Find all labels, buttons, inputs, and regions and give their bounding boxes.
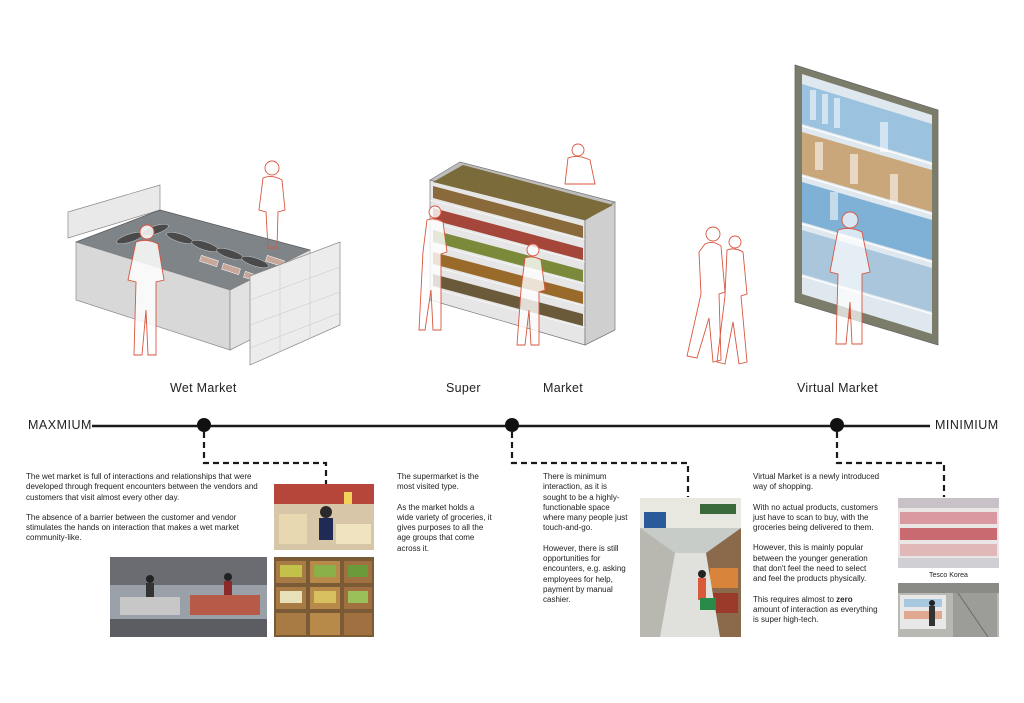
- virtual-market-last-paragraph: This requires almost to zero amount of i…: [753, 594, 878, 625]
- timeline-node-virtual: [830, 418, 844, 432]
- wet-market-paragraph: The wet market is full of interactions a…: [26, 472, 258, 502]
- supermarket-paragraph: However, there is still opportunities fo…: [543, 543, 626, 605]
- timeline-node-wet: [197, 418, 211, 432]
- timeline-node-super: [505, 418, 519, 432]
- supermarket-intro: The supermarket is the most visited type…: [397, 472, 493, 564]
- wet-market-paragraph: The absence of a barrier between the cus…: [26, 512, 239, 543]
- virtual-shopper-figure: [829, 211, 871, 345]
- wet-connector: [202, 432, 328, 485]
- shopper-figure: [418, 205, 546, 346]
- virtual-market-paragraph: Virtual Market is a newly introduced way…: [753, 472, 880, 492]
- supermarket-intro-paragraph: As the market holds a wide variety of gr…: [397, 502, 492, 553]
- supermarket-illustration: [418, 143, 616, 346]
- wet-market-illustration: [67, 160, 341, 366]
- zero-emphasis: zero: [836, 594, 853, 604]
- virtual-market-paragraph: However, this is mainly popular between …: [753, 543, 868, 584]
- virtual-market-title: Virtual Market: [797, 381, 879, 395]
- tesco-korea-caption: Tesco Korea: [929, 572, 968, 579]
- customer-figure: [127, 224, 165, 356]
- wet-market-description: The wet market is full of interactions a…: [26, 472, 266, 554]
- virtual-market-paragraph: With no actual products, customers just …: [753, 502, 878, 533]
- timeline-right-label: MINIMIUM: [935, 418, 999, 432]
- wet-market-vendor-photo: [274, 484, 374, 550]
- supermarket-description: There is minimum interaction, as it is s…: [543, 472, 629, 616]
- virtual-market-wall-photo: [898, 498, 999, 568]
- virtual-market-subway-photo: [898, 583, 999, 637]
- supermarket-aisle-photo: [640, 498, 741, 637]
- supermarket-title-part1: Super: [446, 381, 481, 395]
- supermarket-intro-paragraph: The supermarket is the most visited type…: [397, 472, 479, 492]
- wet-market-title: Wet Market: [170, 381, 237, 395]
- super-connector: [510, 432, 690, 497]
- supermarket-paragraph: There is minimum interaction, as it is s…: [543, 472, 628, 533]
- timeline-left-label: MAXMIUM: [28, 418, 92, 432]
- wet-market-stalls-photo: [110, 557, 267, 637]
- virtual-market-illustration: [794, 64, 939, 346]
- virtual-market-description: Virtual Market is a newly introduced way…: [753, 472, 881, 636]
- virtual-connector: [835, 432, 946, 497]
- wet-market-produce-photo: [274, 557, 374, 637]
- walking-couple-figure: [686, 226, 748, 365]
- supermarket-title-part2: Market: [543, 381, 584, 395]
- vendor-figure: [258, 160, 286, 249]
